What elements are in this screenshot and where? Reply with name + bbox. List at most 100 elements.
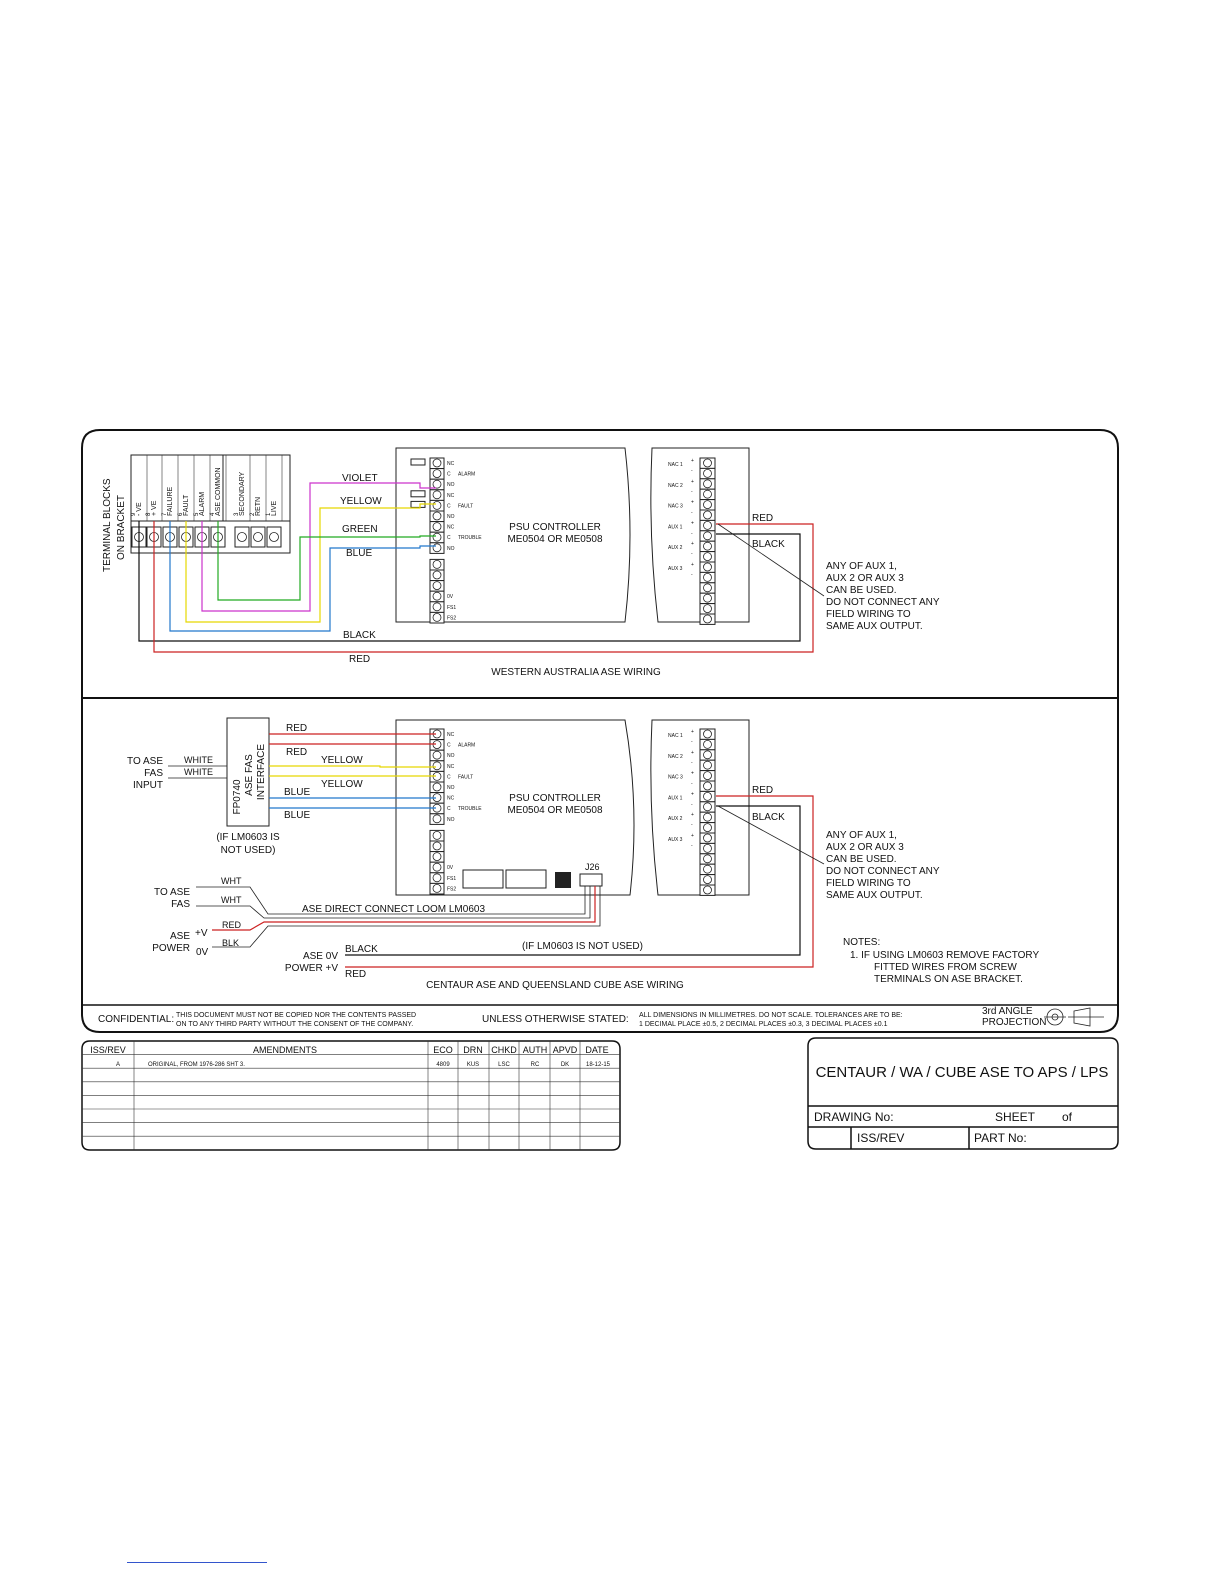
terminal-label: - VE (136, 502, 143, 516)
psu-pin-label: NC (447, 764, 455, 770)
psu-terminal-screw (432, 490, 442, 500)
loom-blk (212, 886, 601, 948)
psu-pin-label: NO (447, 482, 455, 488)
psu-relay-label: TROUBLE (458, 535, 482, 541)
title-block: CENTAUR / WA / CUBE ASE TO APS / LPS DRA… (807, 1037, 1119, 1150)
ase-power-1: ASE (170, 931, 190, 942)
plus-v-label: +V (195, 928, 208, 939)
psu-relay-label: FAULT (458, 503, 473, 509)
rev-header-drn: DRN (463, 1045, 483, 1055)
aux-group-label: AUX 3 (668, 837, 683, 843)
label-yellow-2: YELLOW (321, 779, 363, 790)
psu-pin-label: NC (447, 732, 455, 738)
wire-yellow (185, 503, 436, 623)
aux-terminal-screw (703, 812, 712, 822)
aux-terminal-screw (703, 802, 712, 812)
terminal-label: RETN (255, 497, 262, 516)
psu-pin-label: NC (447, 525, 455, 531)
aux-terminal-screw (703, 489, 712, 499)
aux-pin-sign: + (691, 541, 694, 547)
psu-lower-pin-label: FS1 (447, 605, 456, 611)
terminal-label: LIVE (271, 500, 278, 516)
to-ase-fas-input-3: INPUT (133, 780, 163, 791)
psu-terminal-cell (429, 542, 445, 554)
aux-terminal-screw (703, 823, 712, 832)
wire-black-aux (345, 805, 801, 956)
to-ase-fas-2: FAS (171, 899, 190, 910)
label-black-bottom: BLACK (343, 630, 376, 641)
drawing-title: CENTAUR / WA / CUBE ASE TO APS / LPS (816, 1064, 1109, 1081)
iss-rev-label: ISS/REV (857, 1131, 904, 1145)
projection-line-2: PROJECTION (982, 1017, 1046, 1028)
terminal-number: 9 (131, 512, 137, 516)
aux-pin-sign: + (691, 479, 694, 485)
of-label: of (1062, 1110, 1073, 1124)
psu-pin-label: NC (447, 461, 455, 467)
psu-pin-label: C (447, 535, 451, 541)
rev-cell-apvd: DK (561, 1062, 569, 1068)
psu-relay-label: TROUBLE (458, 806, 482, 812)
to-ase-fas-input-2: FAS (144, 768, 163, 779)
power-plus-v-label: POWER +V (285, 963, 338, 974)
wire-violet (201, 482, 436, 612)
psu-terminal-screw (432, 591, 442, 601)
rev-cell-drn: KUS (467, 1062, 479, 1068)
label-wht-2: WHT (221, 895, 242, 905)
aux-pin-sign: + (691, 500, 694, 506)
psu-lower-pin-label: FS2 (447, 615, 456, 621)
label-red-aux-2: RED (752, 785, 773, 796)
aux-pin-sign: - (691, 822, 693, 828)
wire-black-top (138, 521, 801, 642)
svg-text:ANY OF AUX 1,: ANY OF AUX 1, (826, 830, 897, 841)
psu-pin-label: C (447, 774, 451, 780)
svg-text:AUX 2 OR AUX 3: AUX 2 OR AUX 3 (826, 573, 904, 584)
aux-group-label: NAC 1 (668, 462, 683, 468)
aux-pin-sign: + (691, 562, 694, 568)
rev-header-eco: ECO (433, 1045, 453, 1055)
loom-wht-1 (196, 886, 586, 915)
aux-terminal-screw (703, 510, 712, 520)
psu-terminal-screw (432, 852, 442, 861)
psu-pin-label: NO (447, 753, 455, 759)
psu-terminal-cell (429, 611, 445, 624)
psu-terminal-screw (432, 511, 442, 521)
label-red-aux: RED (752, 513, 773, 524)
label-yellow: YELLOW (340, 496, 382, 507)
aux-terminal-screw (703, 792, 712, 801)
rev-header-date: DATE (585, 1045, 608, 1055)
aux-group-label: NAC 2 (668, 483, 683, 489)
terminal-screw (269, 532, 279, 542)
psu-terminal-screw (432, 458, 442, 468)
psu-terminal-screw (432, 750, 442, 760)
rev-cell-date: 18-12-15 (586, 1062, 611, 1068)
bottom-section: FP0740 ASE FAS INTERFACE TO ASE FAS INPU… (127, 717, 1039, 991)
aux-note-top: ANY OF AUX 1, AUX 2 OR AUX 3 CAN BE USED… (826, 561, 940, 632)
wire-yellow-1 (269, 765, 436, 768)
projection-line-1: 3rd ANGLE (982, 1006, 1033, 1017)
wire-red-aux (345, 795, 814, 968)
terminal-label: FAILURE (167, 486, 174, 516)
aux-pin-sign: + (691, 750, 694, 756)
aux-pin-sign: - (691, 530, 693, 536)
psu-terminal-screw (432, 873, 442, 883)
terminal-screw (253, 532, 263, 542)
svg-text:AUX 2 OR AUX 3: AUX 2 OR AUX 3 (826, 842, 904, 853)
psu-lower-pin-label: FS1 (447, 876, 456, 882)
rev-header-iss: ISS/REV (90, 1045, 126, 1055)
label-white-1: WHITE (184, 755, 213, 765)
aux-terminal-screw (703, 885, 712, 895)
psu-terminal-cell (429, 813, 445, 825)
psu-pin-label: C (447, 472, 451, 478)
psu-terminal-screw (432, 522, 442, 531)
aux-group-label: NAC 3 (668, 775, 683, 781)
to-ase-fas-input-1: TO ASE (127, 756, 163, 767)
terminal-number: 7 (162, 512, 168, 516)
aux-pin-sign: - (691, 551, 693, 557)
label-wht-1: WHT (221, 876, 242, 886)
aux-pin-sign: + (691, 458, 694, 464)
label-red-long: RED (345, 969, 366, 980)
